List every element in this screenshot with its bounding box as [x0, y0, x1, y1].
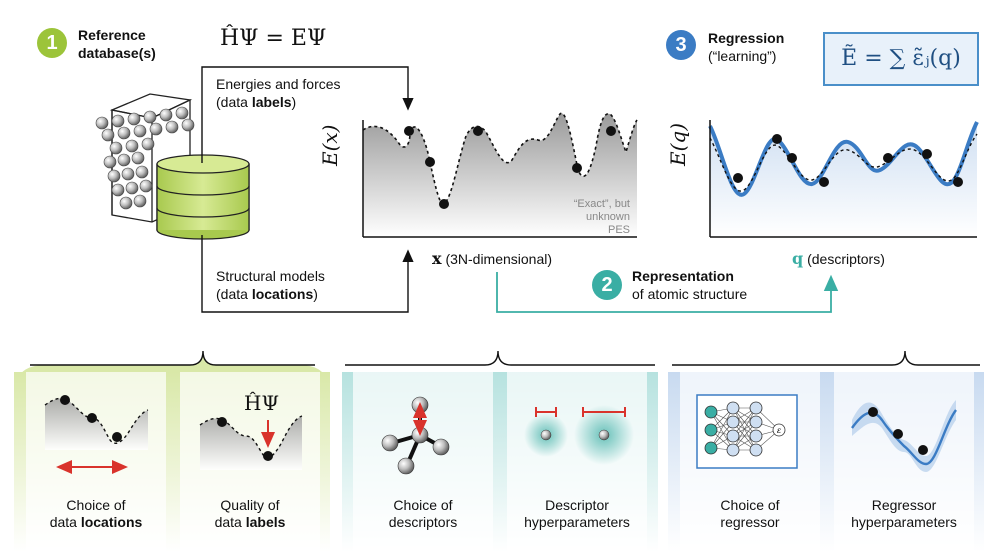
- structural-line1: Structural models: [216, 268, 325, 284]
- energies-forces-line2: (data labels): [216, 94, 297, 110]
- regressor-hyperparameters-illustration: [851, 400, 957, 472]
- data-locations-illustration: [44, 395, 149, 474]
- q-axis-label: q (descriptors): [792, 249, 885, 268]
- structural-line2: (data locations): [216, 286, 318, 302]
- energies-forces-line1: Energies and forces: [216, 76, 341, 92]
- data-point: [922, 149, 932, 159]
- label-arrows: [201, 66, 839, 313]
- right-plot-ylabel: E(q): [666, 122, 690, 166]
- data-point: [787, 153, 797, 163]
- regression-formula-box: Ẽ = ∑ ε̃ⱼ(q): [823, 32, 979, 86]
- database-icon: [156, 154, 250, 240]
- molecule-icon: [381, 396, 450, 475]
- x-axis-label: x (3N-dimensional): [432, 249, 553, 268]
- step1-title: Reference database(s): [78, 27, 156, 61]
- crystal-structure-icon: [95, 93, 195, 223]
- step3-badge: 3: [666, 30, 696, 60]
- left-pes-plot: [362, 112, 638, 238]
- data-point: [733, 173, 743, 183]
- schrodinger-equation: ĤΨ = EΨ: [220, 26, 327, 51]
- data-point: [772, 134, 782, 144]
- data-point: [883, 153, 893, 163]
- step1-badge: 1: [37, 28, 67, 58]
- svg-text:ε: ε: [777, 426, 781, 435]
- step2-subtitle: of atomic structure: [632, 286, 748, 302]
- left-plot-ylabel: E(x): [318, 124, 342, 166]
- step2-title: Representation: [632, 268, 734, 284]
- descriptor-hyperparameters-illustration: [524, 405, 634, 465]
- step3-subtitle: (“learning”): [708, 48, 777, 64]
- data-point: [819, 177, 829, 187]
- data-point: [404, 126, 414, 136]
- data-point: [953, 177, 963, 187]
- step3-title: Regression: [708, 30, 785, 46]
- data-point: [473, 126, 483, 136]
- data-point: [425, 157, 435, 167]
- data-point: [606, 126, 616, 136]
- step2-badge: 2: [592, 270, 622, 300]
- data-point: [439, 199, 449, 209]
- quality-symbol: ĤΨ: [244, 391, 279, 415]
- data-point: [572, 163, 582, 173]
- data-labels-illustration: [199, 415, 303, 470]
- regression-formula: Ẽ = ∑ ε̃ⱼ(q): [841, 46, 961, 71]
- neural-network-icon: ε: [696, 394, 798, 469]
- right-regression-plot: [708, 120, 979, 238]
